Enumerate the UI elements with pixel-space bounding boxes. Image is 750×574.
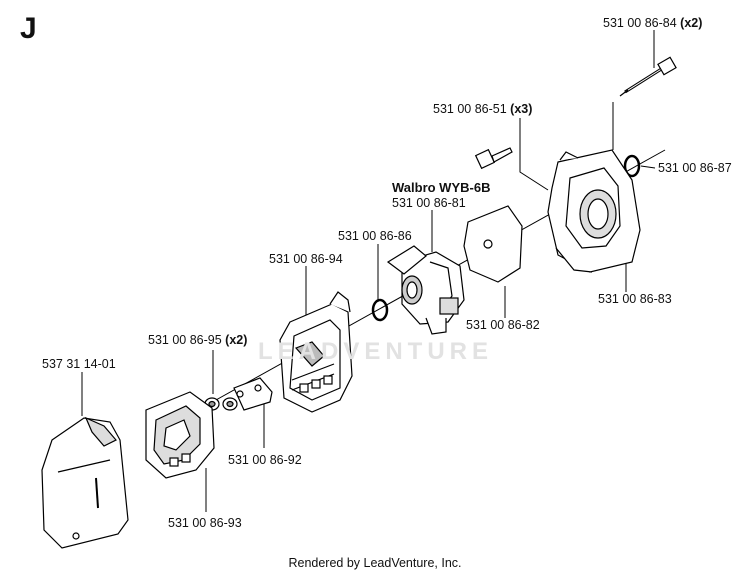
leader-line-8687 [640, 165, 656, 169]
part-number: 531 00 86-93 [168, 516, 242, 530]
part-number: 531 00 86-83 [598, 292, 672, 306]
long-bolt-part [619, 56, 677, 97]
bracket-part [233, 377, 273, 411]
quantity: (x3) [510, 102, 533, 116]
part-number: 531 00 86-95 [148, 333, 222, 347]
callout-537-31-14-01[interactable]: 537 31 14-01 [42, 357, 116, 371]
carburetor-part [386, 245, 465, 335]
leader-line-8651 [519, 118, 549, 191]
callout-531-00-86-94[interactable]: 531 00 86-94 [269, 252, 343, 266]
callout-531-00-86-51[interactable]: 531 00 86-51 (x3) [433, 102, 532, 116]
part-number: 531 00 86-94 [269, 252, 343, 266]
gasket-plate-part [463, 205, 523, 283]
callout-531-00-86-92[interactable]: 531 00 86-92 [228, 453, 302, 467]
air-filter-cover-part [41, 416, 129, 549]
o-ring-part-86 [371, 298, 389, 322]
callout-531-00-86-87[interactable]: 531 00 86-87 [658, 161, 732, 175]
part-number: 531 00 86-86 [338, 229, 412, 243]
callout-531-00-86-82[interactable]: 531 00 86-82 [466, 318, 540, 332]
part-number: 537 31 14-01 [42, 357, 116, 371]
part-number: 531 00 86-87 [658, 161, 732, 175]
callout-531-00-86-84[interactable]: 531 00 86-84 (x2) [603, 16, 702, 30]
callout-531-00-86-81[interactable]: 531 00 86-81 [392, 196, 466, 210]
callout-531-00-86-83[interactable]: 531 00 86-83 [598, 292, 672, 306]
carburetor-model-label: Walbro WYB-6B [392, 180, 491, 195]
screw-part [474, 147, 513, 170]
footer-credit: Rendered by LeadVenture, Inc. [288, 556, 462, 570]
watermark-text: LEADVENTURE [258, 338, 494, 365]
quantity: (x2) [680, 16, 703, 30]
o-ring-part-87 [623, 154, 641, 178]
part-number: 531 00 86-84 [603, 16, 677, 30]
section-letter: J [20, 12, 37, 45]
part-number: 531 00 86-51 [433, 102, 507, 116]
callout-531-00-86-95[interactable]: 531 00 86-95 (x2) [148, 333, 247, 347]
callout-531-00-86-86[interactable]: 531 00 86-86 [338, 229, 412, 243]
intake-manifold-part [547, 149, 641, 273]
part-number: 531 00 86-82 [466, 318, 540, 332]
quantity: (x2) [225, 333, 248, 347]
part-number: 531 00 86-92 [228, 453, 302, 467]
filter-element-part [145, 391, 215, 479]
part-number: 531 00 86-81 [392, 196, 466, 210]
callout-531-00-86-93[interactable]: 531 00 86-93 [168, 516, 242, 530]
filter-housing-part [279, 291, 353, 413]
